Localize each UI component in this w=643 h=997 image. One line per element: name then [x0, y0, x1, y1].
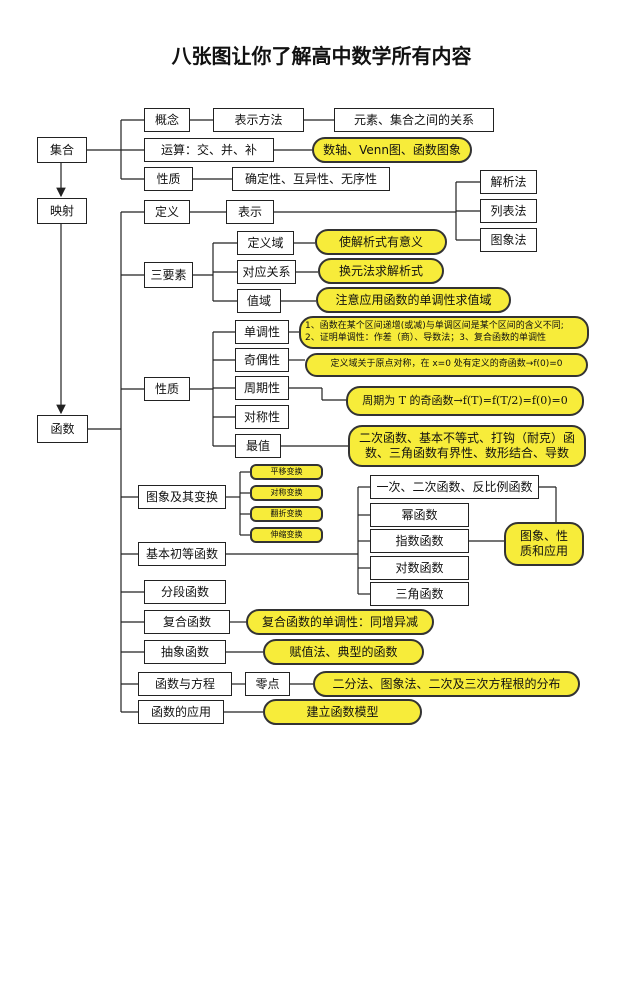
- note-periodicity: 周期为 T 的奇函数→f(T)=f(T/2)=f(0)=0: [346, 386, 584, 416]
- node-definition: 定义: [144, 200, 190, 224]
- note-abstract-function: 赋值法、典型的函数: [263, 639, 424, 665]
- node-function-equation: 函数与方程: [138, 672, 232, 696]
- node-trig-function: 三角函数: [370, 582, 469, 606]
- node-range: 值域: [237, 289, 281, 313]
- node-analytic-method: 解析法: [480, 170, 537, 194]
- note-graph-properties-applications: 图象、性质和应用: [504, 522, 584, 566]
- node-representation-method: 表示方法: [213, 108, 304, 132]
- note-extreme-value-line-1: 二次函数、基本不等式、打钩（耐克）函: [358, 431, 575, 445]
- node-logarithmic-function: 对数函数: [370, 556, 469, 580]
- note-parity: 定义域关于原点对称，在 x=0 处有定义的奇函数→f(0)=0: [305, 353, 588, 377]
- node-function-properties: 性质: [144, 377, 190, 401]
- node-periodicity: 周期性: [235, 376, 289, 400]
- node-element-relation: 元素、集合之间的关系: [334, 108, 494, 132]
- node-table-method: 列表法: [480, 199, 537, 223]
- note-operations-tools: 数轴、Venn图、函数图象: [312, 137, 472, 163]
- node-correspondence: 对应关系: [237, 260, 296, 284]
- note-extreme-value: 二次函数、基本不等式、打钩（耐克）函 数、三角函数有界性、数形结合、导数: [348, 425, 586, 467]
- node-composite-function: 复合函数: [144, 610, 230, 634]
- note-symmetry-transform: 对称变换: [250, 485, 323, 501]
- node-elementary-functions: 基本初等函数: [138, 542, 226, 566]
- node-set-operations: 运算：交、并、补: [144, 138, 274, 162]
- node-parity: 奇偶性: [235, 348, 289, 372]
- node-set: 集合: [37, 137, 87, 163]
- node-symmetry: 对称性: [235, 405, 289, 429]
- node-set-properties-values: 确定性、互异性、无序性: [232, 167, 390, 191]
- note-monotonicity-line-2: 2、证明单调性：作差（商）、导数法；3、复合函数的单调性: [305, 332, 546, 343]
- note-domain: 使解析式有意义: [315, 229, 447, 255]
- note-translation: 平移变换: [250, 464, 323, 480]
- page-title: 八张图让你了解高中数学所有内容: [171, 44, 472, 68]
- note-composite-function: 复合函数的单调性：同增异减: [246, 609, 434, 635]
- note-monotonicity: 1、函数在某个区间递增(或减)与单调区间是某个区间的含义不同; 2、证明单调性：…: [299, 316, 589, 349]
- note-correspondence: 换元法求解析式: [318, 258, 444, 284]
- note-range: 注意应用函数的单调性求值域: [316, 287, 511, 313]
- note-monotonicity-line-1: 1、函数在某个区间递增(或减)与单调区间是某个区间的含义不同;: [305, 321, 564, 332]
- note-function-application: 建立函数模型: [263, 699, 422, 725]
- note-zero-point: 二分法、图象法、二次及三次方程根的分布: [313, 671, 580, 697]
- node-monotonicity: 单调性: [235, 320, 289, 344]
- node-domain: 定义域: [237, 231, 294, 255]
- node-power-function: 幂函数: [370, 503, 469, 527]
- node-graph-transform: 图象及其变换: [138, 485, 226, 509]
- node-function: 函数: [37, 415, 88, 443]
- note-stretch-transform: 伸缩变换: [250, 527, 323, 543]
- node-exponential-function: 指数函数: [370, 529, 469, 553]
- node-piecewise-function: 分段函数: [144, 580, 226, 604]
- node-function-application: 函数的应用: [138, 700, 224, 724]
- note-flip-transform: 翻折变换: [250, 506, 323, 522]
- node-graph-method: 图象法: [480, 228, 537, 252]
- node-representation: 表示: [226, 200, 274, 224]
- node-abstract-function: 抽象函数: [144, 640, 226, 664]
- node-linear-quadratic: 一次、二次函数、反比例函数: [370, 475, 539, 499]
- node-mapping: 映射: [37, 198, 87, 224]
- node-set-concept: 概念: [144, 108, 190, 132]
- note-extreme-value-line-2: 数、三角函数有界性、数形结合、导数: [364, 446, 569, 460]
- node-extreme-value: 最值: [235, 434, 281, 458]
- node-set-properties: 性质: [144, 167, 193, 191]
- node-three-elements: 三要素: [144, 262, 193, 288]
- node-zero-point: 零点: [245, 672, 290, 696]
